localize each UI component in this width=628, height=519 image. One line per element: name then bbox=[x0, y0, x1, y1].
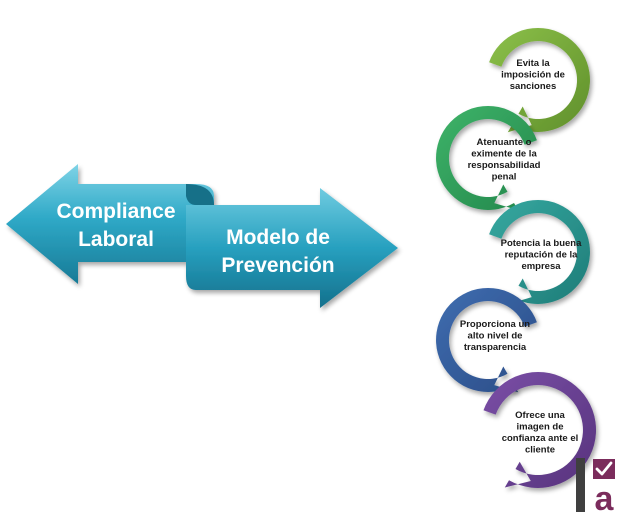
left-arrow-shape bbox=[6, 164, 214, 284]
step-1-line-1: Evita la bbox=[516, 58, 550, 69]
step-4-line-2: alto nivel de bbox=[468, 331, 523, 342]
right-arrow-line-1: Modelo de bbox=[226, 226, 330, 249]
logo-letter: a bbox=[595, 480, 615, 518]
ribbon-fold bbox=[186, 184, 214, 205]
left-arrow-line-1: Compliance bbox=[56, 200, 175, 223]
step-2-line-2: eximente de la bbox=[471, 149, 537, 160]
right-arrow-shape bbox=[186, 188, 398, 308]
right-arrow-line-2: Prevención bbox=[221, 254, 334, 277]
company-logo: a bbox=[576, 458, 615, 518]
step-4-line-1: Proporciona un bbox=[460, 319, 530, 330]
left-arrow-line-2: Laboral bbox=[78, 228, 154, 251]
step-1-line-3: sanciones bbox=[510, 81, 556, 92]
step-2-line-3: responsabilidad bbox=[468, 160, 541, 171]
step-5-line-4: cliente bbox=[525, 445, 555, 456]
step-5-line-1: Ofrece una bbox=[515, 410, 565, 421]
logo-bar bbox=[576, 458, 585, 512]
step-3-line-1: Potencia la buena bbox=[501, 238, 582, 249]
step-5-line-2: imagen de bbox=[517, 422, 564, 433]
step-1-line-2: imposición de bbox=[501, 70, 565, 81]
step-3-line-3: empresa bbox=[521, 261, 561, 272]
step-2-line-4: penal bbox=[492, 172, 517, 183]
step-3-line-2: reputación de la bbox=[505, 250, 579, 261]
check-icon bbox=[595, 461, 613, 476]
step-2-line-1: Atenuante o bbox=[477, 137, 532, 148]
double-arrow bbox=[6, 164, 398, 308]
step-5-line-3: confianza ante el bbox=[502, 433, 579, 444]
step-4-line-3: transparencia bbox=[464, 342, 527, 353]
